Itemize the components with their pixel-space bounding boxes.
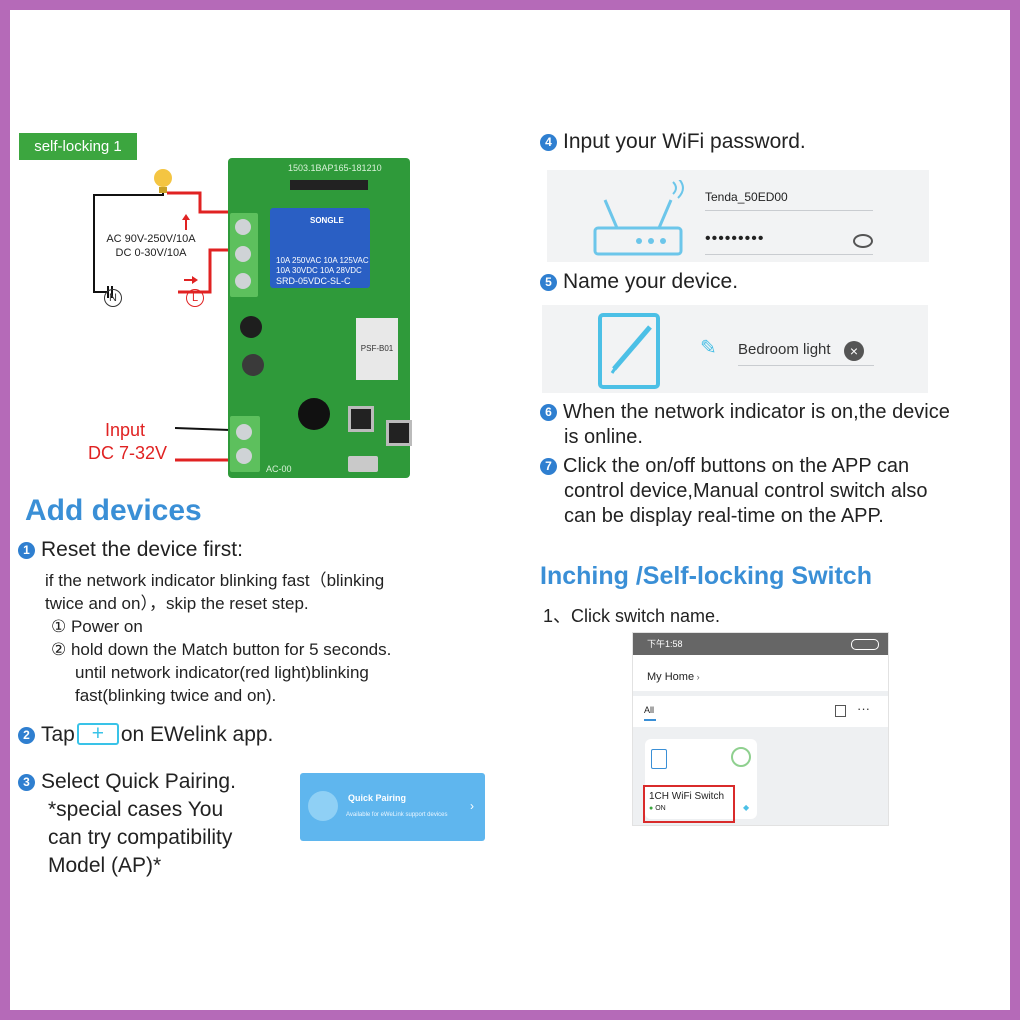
step-3-line-1: Select Quick Pairing.: [41, 770, 236, 793]
wiring-diagram: [93, 169, 240, 298]
more-icon[interactable]: ···: [857, 701, 870, 716]
list-view-icon[interactable]: [835, 705, 846, 717]
pencil-icon: ✎: [700, 337, 717, 359]
power-icon[interactable]: [731, 747, 751, 767]
relay-line-1: 10A 250VAC 10A 125VAC: [276, 256, 369, 265]
device-state-text: ON: [655, 805, 666, 812]
quick-pairing-card[interactable]: Quick Pairing Available for eWeLink supp…: [300, 773, 485, 841]
step-6-line-2: is online.: [564, 426, 643, 448]
input-wires: [175, 427, 231, 462]
input-voltage: DC 7-32V: [88, 443, 168, 463]
step-7-line-2: control device,Manual control switch als…: [564, 480, 928, 502]
step-2: 2 Tap+on EWelink app.: [18, 723, 273, 747]
home-selector[interactable]: My Home ›: [647, 671, 700, 683]
step-7: 7 Click the on/off buttons on the APP can…: [540, 454, 928, 529]
usb-port: [348, 456, 378, 472]
self-locking-badge: self-locking 1: [19, 133, 137, 160]
step-5: 5 Name your device.: [540, 270, 738, 294]
chevron-right-icon: ›: [694, 672, 700, 682]
step-5-number: 5: [540, 274, 557, 291]
tab-all[interactable]: All: [644, 705, 655, 715]
step-3-line-2: *special cases You: [48, 798, 224, 821]
step-3-number: 3: [18, 774, 35, 791]
step-4-text: Input your WiFi password.: [563, 130, 806, 153]
step-4: 4 Input your WiFi password.: [540, 130, 806, 154]
router-icon: [593, 180, 684, 256]
home-name: My Home: [647, 671, 695, 683]
step-5-text: Name your device.: [563, 270, 739, 293]
hide-password-icon[interactable]: [853, 234, 873, 248]
status-time: 下午1:58: [647, 639, 683, 649]
live-symbol: L: [186, 289, 204, 307]
phone-screenshot: 下午1:58 My Home › All ··· 1CH WiFi Switch…: [632, 632, 889, 826]
step-2-post: on EWelink app.: [120, 723, 274, 746]
step-1-sub-2: ② hold down the Match button for 5 secon…: [51, 640, 392, 659]
board-top-print: 1503.1BAP165-181210: [288, 163, 382, 173]
step-6: 6 When the network indicator is on,the de…: [540, 400, 950, 450]
relay: SONGLE 10A 250VAC 10A 125VAC 10A 30VDC 1…: [270, 208, 370, 288]
step-3-line-3: can try compatibility: [48, 826, 233, 849]
step-1-sub-4: fast(blinking twice and on).: [75, 686, 277, 705]
clear-icon[interactable]: ×: [844, 341, 864, 361]
step-6-line-1: When the network indicator is on,the dev…: [563, 401, 950, 423]
quick-pairing-title: Quick Pairing: [348, 793, 407, 803]
name-panel: ✎ Bedroom light ×: [542, 305, 928, 393]
output-terminal: [230, 213, 258, 297]
manual-page: self-locking 1 AC 90V-250V/10A DC 0-30V/…: [10, 10, 1010, 1010]
pairing-icon: [308, 791, 338, 821]
step-3: 3 Select Quick Pairing. *special cases Yo…: [18, 768, 236, 880]
step-1-number: 1: [18, 542, 35, 559]
ac-rating: AC 90V-250V/10A: [106, 233, 196, 245]
step-7-number: 7: [540, 458, 557, 475]
wifi-icon: ◆: [743, 803, 750, 812]
reset-button: [386, 420, 412, 446]
match-button: [348, 406, 374, 432]
step-1-body: if the network indicator blinking fast（b…: [45, 569, 391, 707]
neutral-symbol: N: [104, 289, 122, 307]
ssid-field[interactable]: Tenda_50ED00: [705, 190, 873, 211]
step-6-number: 6: [540, 404, 557, 421]
step-1-sub-1: ① Power on: [51, 617, 143, 636]
input-label: Input: [105, 420, 146, 440]
step-1-title: 1 Reset the device first:: [18, 538, 243, 562]
device-name-highlight: [643, 785, 735, 823]
relay-board-photo: 1503.1BAP165-181210 SONGLE 10A 250VAC 10…: [228, 158, 412, 478]
step-3-line-4: Model (AP)*: [48, 854, 162, 877]
add-devices-heading: Add devices: [25, 494, 202, 527]
step-2-pre: Tap: [41, 723, 75, 746]
dc-rating: DC 0-30V/10A: [115, 247, 187, 259]
board-bottom-print: AC-00: [266, 464, 292, 474]
edit-document-icon: [598, 313, 660, 389]
chevron-right-icon: ›: [470, 799, 474, 813]
step-1-body-line-2: twice and on），skip the reset step.: [45, 594, 309, 613]
load-rating: AC 90V-250V/10A DC 0-30V/10A: [103, 232, 199, 260]
step-2-number: 2: [18, 727, 35, 744]
switch-device-icon: [651, 749, 667, 769]
device-name-field[interactable]: Bedroom light: [738, 341, 874, 366]
add-plus-button: +: [76, 723, 119, 745]
device-card[interactable]: 1CH WiFi Switch ● ON ◆: [643, 739, 757, 823]
battery-icon: [851, 639, 879, 650]
relay-line-2: 10A 30VDC 10A 28VDC: [276, 266, 362, 275]
step-4-number: 4: [540, 134, 557, 151]
capacitor: [298, 398, 330, 430]
quick-pairing-sub: Available for eWeLink support devices: [346, 812, 448, 818]
relay-brand: SONGLE: [310, 216, 344, 225]
input-terminal: [230, 416, 260, 472]
step-1-title-text: Reset the device first:: [41, 538, 243, 561]
wifi-panel: Tenda_50ED00 •••••••••: [547, 170, 929, 262]
status-bar: 下午1:58: [633, 633, 888, 655]
click-step: 1、Click switch name.: [543, 606, 721, 626]
device-name[interactable]: 1CH WiFi Switch: [649, 791, 725, 802]
step-1-sub-3: until network indicator(red light)blinki…: [75, 663, 369, 682]
step-7-line-3: can be display real-time on the APP.: [564, 505, 884, 527]
bulb-icon: [154, 169, 172, 187]
inching-heading: Inching /Self-locking Switch: [540, 562, 872, 590]
password-field[interactable]: •••••••••: [705, 230, 873, 255]
step-1-body-line-1: if the network indicator blinking fast（b…: [45, 571, 385, 590]
relay-line-3: SRD-05VDC-SL-C: [276, 276, 351, 286]
step-7-line-1: Click the on/off buttons on the APP can: [563, 455, 910, 477]
device-state: ● ON: [649, 805, 666, 812]
wifi-module: PSF-B01: [356, 318, 398, 380]
